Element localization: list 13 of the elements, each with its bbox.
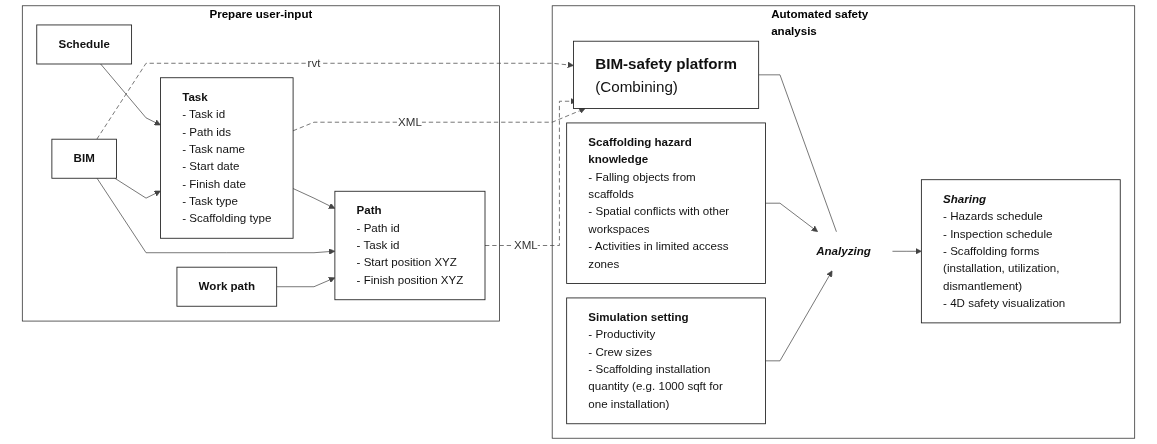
- node-box: Work path: [176, 266, 278, 307]
- node-box: Sharing - Hazards schedule - Inspection schedule - Scaffolding forms (installation, utilization, dismantlement) - 4D safety visualization: [920, 179, 1121, 324]
- edge-label: XML: [513, 238, 538, 252]
- edge-label: rvt: [307, 56, 321, 70]
- edge-label: XML: [398, 115, 422, 128]
- node-box: BIM-safety platform (Combining): [573, 40, 760, 109]
- node-box: Schedule: [36, 24, 133, 65]
- node-box: Path - Path id - Task id - Start position XYZ - Finish position XYZ: [334, 190, 486, 301]
- node-text: Analyzing: [816, 244, 871, 258]
- node-box: BIM: [51, 138, 117, 179]
- node-box: Task - Task id - Path ids - Task name - Start date - Finish date - Task type - Scaffolding type: [160, 77, 294, 239]
- node-box: Scaffolding hazard knowledge - Falling objects from scaffolds - Spatial conflicts with other workspaces - Activities in limited access zones: [566, 122, 766, 284]
- node-box: Simulation setting - Productivity - Crew sizes - Scaffolding installation quantity (e.g. 1000 sqft for one installation): [566, 297, 766, 425]
